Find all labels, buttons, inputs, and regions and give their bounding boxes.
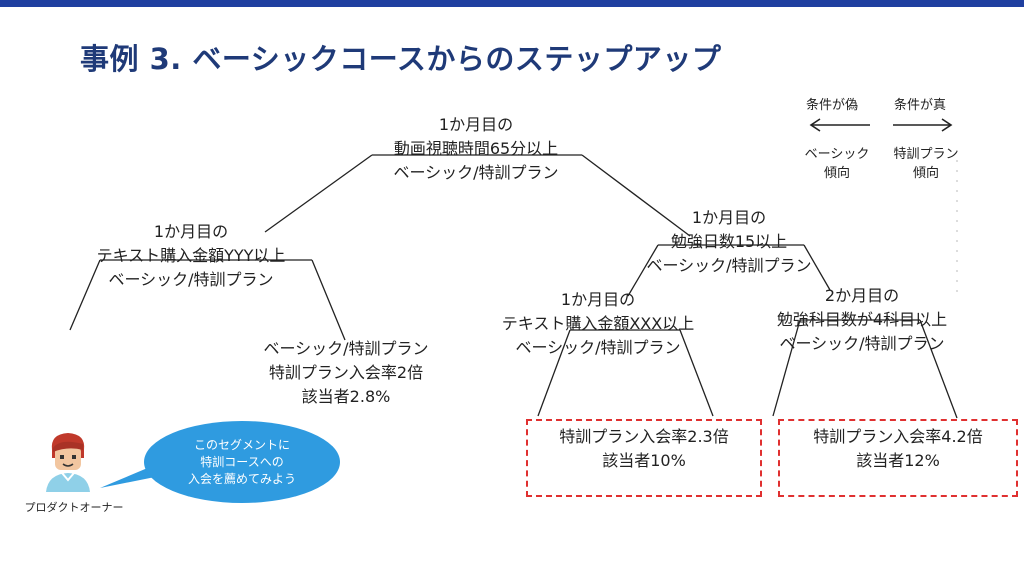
edge-left-right [311, 259, 346, 341]
edge-right-left [627, 244, 659, 297]
top-accent-bar [0, 0, 1024, 7]
edge-root-right [581, 154, 691, 237]
legend-left-arrow-head [809, 118, 821, 132]
page-title: 事例 3. ベーシックコースからのステップアップ [80, 42, 722, 76]
right-left-node: 1か月目のテキスト購入金額XXX以上ベーシック/特訓プラン [501, 290, 695, 357]
highlight-leaf-a: 特訓プラン入会率2.3倍 該当者10% [526, 419, 762, 497]
edge-left-left [69, 259, 101, 331]
legend-right-arrow-head [941, 118, 953, 132]
left-node: 1か月目のテキスト購入金額YYY以上ベーシック/特訓プラン [96, 222, 286, 289]
speech-bubble: このセグメントに特訓コースへの入会を薦めてみよう [144, 421, 340, 503]
highlight-leaf-b: 特訓プラン入会率4.2倍 該当者12% [778, 419, 1018, 497]
right-right-node: 2か月目の勉強科目数が4科目以上ベーシック/特訓プラン [776, 286, 948, 353]
legend-true-label: 条件が真 [894, 98, 947, 113]
root-node: 1か月目の動画視聴時間65分以上ベーシック/特訓プラン [393, 115, 559, 182]
edge-rl-left [537, 329, 571, 417]
left-right-leaf: ベーシック/特訓プラン特訓プラン入会率2倍該当者2.8% [263, 339, 429, 406]
edge-rl-right [679, 329, 714, 417]
legend-left-meaning: ベーシック傾向 [804, 147, 870, 181]
avatar-label: プロダクトオーナー [24, 501, 124, 514]
leaf-b-share: 該当者12% [856, 451, 940, 470]
edge-rr-left [772, 319, 801, 417]
leaf-a-share: 該当者10% [602, 451, 686, 470]
legend-false-label: 条件が偽 [806, 98, 859, 113]
legend-right-meaning: 特訓プラン傾向 [893, 147, 959, 181]
edge-root-left [264, 154, 373, 233]
edge-rr-right [919, 319, 958, 419]
leaf-b-rate: 特訓プラン入会率4.2倍 [813, 427, 983, 446]
edge-right-right [803, 244, 831, 291]
leaf-a-rate: 特訓プラン入会率2.3倍 [559, 427, 729, 446]
right-node: 1か月目の勉強日数15以上ベーシック/特訓プラン [646, 208, 812, 275]
product-owner-avatar-icon [46, 433, 90, 492]
